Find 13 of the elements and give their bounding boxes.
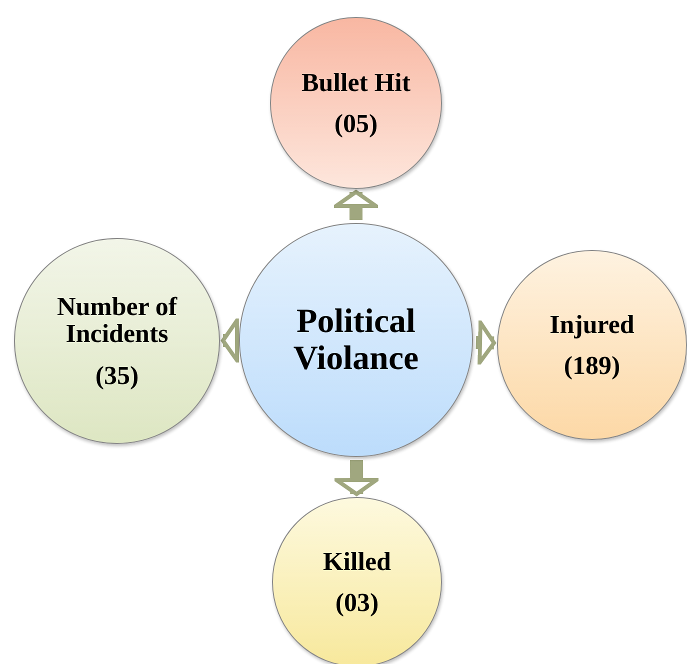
node-value: (03) — [335, 589, 379, 616]
node-value: (189) — [564, 352, 620, 380]
node-label: Number of Incidents — [56, 293, 178, 348]
node-label: Injured — [550, 310, 634, 338]
node-label: Bullet Hit — [301, 68, 411, 96]
node-label: Killed — [323, 548, 391, 575]
node-value: (05) — [334, 110, 378, 138]
node-label: Political Violance — [292, 302, 420, 378]
node-value: (35) — [95, 362, 139, 389]
block-arrow — [476, 320, 496, 365]
block-arrow — [221, 318, 240, 362]
block-arrow — [334, 190, 378, 220]
block-arrow — [334, 460, 379, 496]
